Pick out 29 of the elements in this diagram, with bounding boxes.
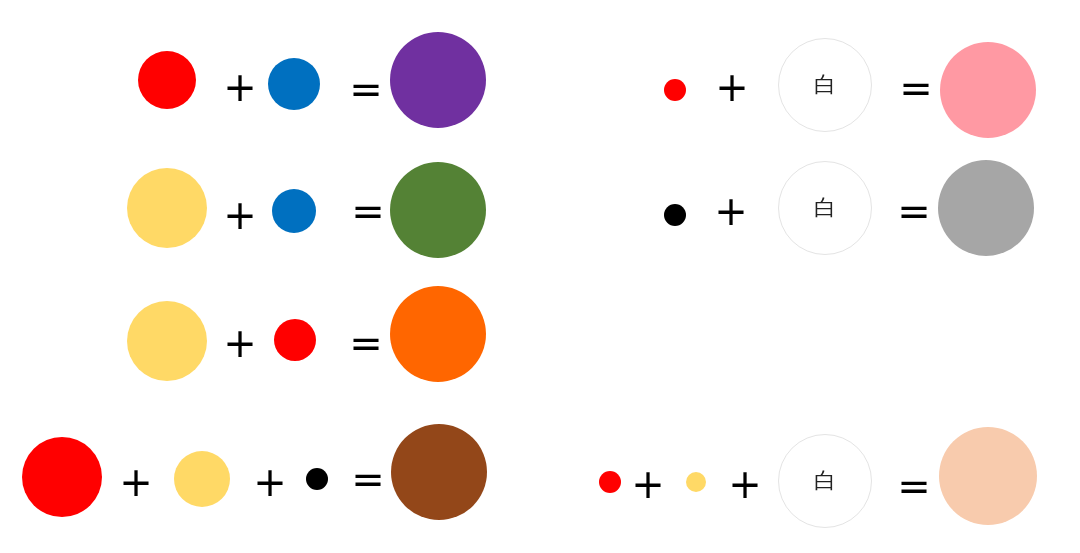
paint-circle — [664, 204, 686, 226]
plus-sign: + — [728, 464, 762, 504]
equals-sign: = — [351, 459, 385, 499]
labeled-circle: 白 — [778, 161, 872, 255]
paint-circle — [306, 468, 328, 490]
equals-sign: = — [897, 191, 931, 231]
equals-sign: = — [349, 323, 383, 363]
plus-sign: + — [223, 323, 257, 363]
labeled-circle: 白 — [778, 434, 872, 528]
plus-sign: + — [119, 462, 153, 502]
paint-circle — [268, 58, 320, 110]
paint-circle — [138, 51, 196, 109]
paint-circle — [272, 189, 316, 233]
plus-sign: + — [223, 195, 257, 235]
equals-sign: = — [899, 68, 933, 108]
labeled-circle: 白 — [778, 38, 872, 132]
plus-sign: + — [223, 67, 257, 107]
plus-sign: + — [253, 462, 287, 502]
equals-sign: = — [897, 466, 931, 506]
paint-circle — [174, 451, 230, 507]
equals-sign: = — [349, 69, 383, 109]
equals-sign: = — [351, 191, 385, 231]
plus-sign: + — [715, 67, 749, 107]
plus-sign: + — [714, 191, 748, 231]
paint-circle — [686, 472, 706, 492]
paint-circle — [664, 79, 686, 101]
plus-sign: + — [631, 464, 665, 504]
paint-circle — [599, 471, 621, 493]
paint-circle — [274, 319, 316, 361]
